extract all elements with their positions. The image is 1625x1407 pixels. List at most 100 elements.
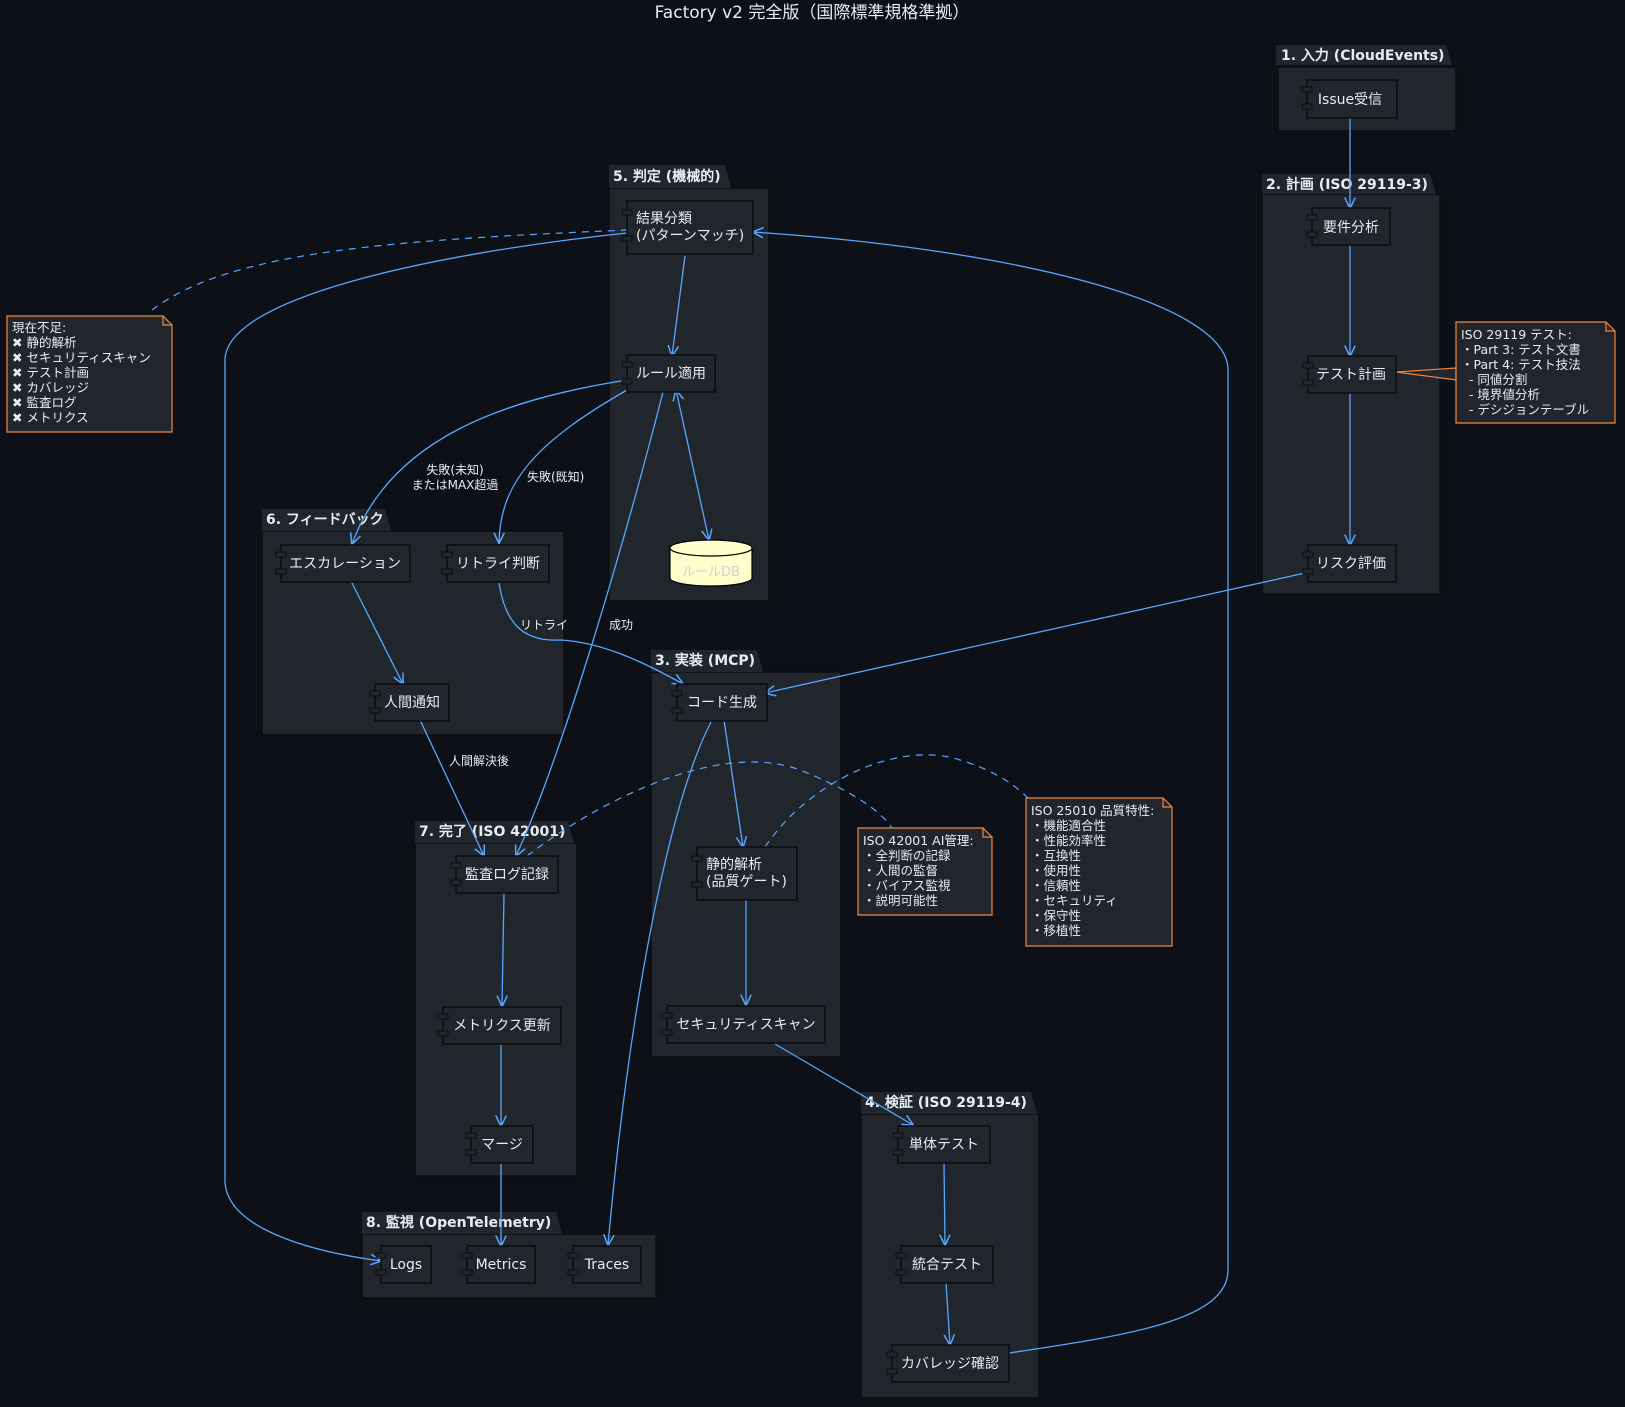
node-label-audit: 監査ログ記録 bbox=[465, 866, 549, 883]
node-label-escalation: エスカレーション bbox=[289, 556, 401, 572]
package-label-verify: 4. 検証 (ISO 29119-4) bbox=[865, 1094, 1027, 1111]
note-iso29119-line-0: ISO 29119 テスト: bbox=[1461, 327, 1572, 342]
node-retryjudge[interactable]: リトライ判断 bbox=[441, 544, 550, 583]
node-label-testplan: テスト計画 bbox=[1316, 367, 1386, 383]
note-shortfall-line-2: ✖ セキュリティスキャン bbox=[12, 350, 151, 365]
node-issue[interactable]: Issue受信 bbox=[1301, 79, 1398, 119]
edge-rule-audit bbox=[516, 391, 664, 856]
note-iso42001-line-1: ・全判断の記録 bbox=[863, 848, 951, 863]
node-audit[interactable]: 監査ログ記録 bbox=[450, 855, 559, 894]
node-rule[interactable]: ルール適用 bbox=[621, 354, 716, 393]
note-iso29119-line-2: ・Part 4: テスト技法 bbox=[1461, 357, 1581, 372]
node-metricsupd[interactable]: メトリクス更新 bbox=[437, 1006, 562, 1045]
note-iso25010-line-0: ISO 25010 品質特性: bbox=[1031, 803, 1154, 818]
note-shortfall-line-1: ✖ 静的解析 bbox=[12, 335, 76, 350]
note-shortfall-line-6: ✖ メトリクス bbox=[12, 410, 89, 425]
note-iso25010-line-2: ・性能効率性 bbox=[1031, 833, 1106, 848]
note-iso29119-line-3: - 同値分割 bbox=[1461, 372, 1527, 387]
node-unit[interactable]: 単体テスト bbox=[892, 1125, 991, 1164]
edge-rule-ruledb bbox=[676, 390, 709, 540]
note-iso42001-line-2: ・人間の監督 bbox=[863, 863, 938, 878]
node-label-static-2: (品質ゲート) bbox=[706, 874, 787, 890]
edge-risk-codegen bbox=[765, 572, 1306, 693]
node-testplan[interactable]: テスト計画 bbox=[1302, 355, 1397, 394]
note-shortfall-line-3: ✖ テスト計画 bbox=[12, 365, 89, 380]
package-label-complete: 7. 完了 (ISO 42001) bbox=[419, 823, 565, 840]
note-iso25010-line-4: ・使用性 bbox=[1031, 863, 1081, 878]
node-escalation[interactable]: エスカレーション bbox=[275, 544, 411, 583]
node-merge[interactable]: マージ bbox=[465, 1125, 534, 1164]
edge-labels: 失敗(未知) またはMAX超過 失敗(既知) リトライ 成功 人間解決後 bbox=[412, 462, 633, 768]
node-label-req: 要件分析 bbox=[1323, 220, 1379, 236]
node-label-classify-1: 結果分類 bbox=[636, 211, 692, 227]
node-risk[interactable]: リスク評価 bbox=[1302, 544, 1397, 583]
node-label-classify-2: (パターンマッチ) bbox=[636, 228, 744, 244]
note-iso25010-line-6: ・セキュリティ bbox=[1031, 893, 1118, 908]
note-iso25010-line-8: ・移植性 bbox=[1031, 923, 1081, 938]
node-human[interactable]: 人間通知 bbox=[369, 683, 450, 722]
node-classify[interactable]: 結果分類 (パターンマッチ) bbox=[621, 200, 754, 255]
note-iso25010-line-5: ・信頼性 bbox=[1031, 878, 1081, 893]
edge-retryjudge-codegen bbox=[498, 582, 683, 684]
edge-classify-logs bbox=[224, 232, 628, 1261]
node-label-integ: 統合テスト bbox=[912, 1257, 982, 1273]
node-label-merge: マージ bbox=[481, 1137, 523, 1153]
node-label-metrics: Metrics bbox=[476, 1257, 527, 1273]
node-label-issue: Issue受信 bbox=[1318, 92, 1382, 108]
note-shortfall-line-4: ✖ カバレッジ bbox=[12, 380, 89, 395]
node-coverage[interactable]: カバレッジ確認 bbox=[886, 1344, 1010, 1383]
note-connectors bbox=[151, 229, 1029, 857]
label-fail-unknown-1: 失敗(未知) bbox=[426, 462, 483, 477]
node-integ[interactable]: 統合テスト bbox=[895, 1245, 994, 1284]
node-label-secscan: セキュリティスキャン bbox=[676, 1017, 815, 1033]
note-shortfall-line-0: 現在不足: bbox=[12, 320, 66, 335]
connector-iso25010 bbox=[764, 754, 1029, 848]
node-req[interactable]: 要件分析 bbox=[1306, 207, 1391, 246]
note-iso25010-line-7: ・保守性 bbox=[1031, 908, 1081, 923]
edge-integ-coverage bbox=[946, 1282, 950, 1345]
note-iso25010-line-1: ・機能適合性 bbox=[1031, 818, 1106, 833]
package-label-impl: 3. 実装 (MCP) bbox=[655, 652, 755, 669]
node-label-metricsupd: メトリクス更新 bbox=[453, 1018, 551, 1034]
note-iso29119-line-4: - 境界値分析 bbox=[1461, 387, 1540, 402]
edge-audit-metricsupd bbox=[502, 892, 504, 1006]
note-iso29119-line-5: - デシジョンテーブル bbox=[1461, 402, 1589, 417]
label-retry: リトライ bbox=[520, 618, 568, 632]
package-label-judge: 5. 判定 (機械的) bbox=[613, 168, 721, 185]
note-iso42001-line-4: ・説明可能性 bbox=[863, 893, 938, 908]
node-label-logs: Logs bbox=[390, 1257, 422, 1273]
note-shortfall: 現在不足: ✖ 静的解析 ✖ セキュリティスキャン ✖ テスト計画 ✖ カバレッ… bbox=[6, 315, 173, 433]
edge-escalation-human bbox=[351, 582, 403, 684]
label-success: 成功 bbox=[609, 618, 633, 632]
note-iso25010-line-3: ・互換性 bbox=[1031, 848, 1081, 863]
edge-secscan-unit bbox=[774, 1043, 913, 1125]
node-logs[interactable]: Logs bbox=[375, 1245, 432, 1284]
edge-human-audit bbox=[419, 719, 484, 856]
node-static[interactable]: 静的解析 (品質ゲート) bbox=[691, 846, 798, 901]
diagram-title: Factory v2 完全版（国際標準規格準拠） bbox=[655, 3, 970, 23]
edges bbox=[224, 118, 1350, 1354]
edge-rule-retryjudge bbox=[499, 389, 628, 543]
edge-codegen-traces bbox=[608, 719, 713, 1245]
node-label-human: 人間通知 bbox=[384, 694, 440, 711]
node-traces[interactable]: Traces bbox=[567, 1245, 642, 1284]
node-label-traces: Traces bbox=[584, 1257, 629, 1273]
connector-shortfall bbox=[151, 229, 628, 311]
node-ruledb[interactable]: ルールDB bbox=[669, 539, 753, 587]
node-label-ruledb: ルールDB bbox=[682, 565, 740, 580]
note-iso25010: ISO 25010 品質特性: ・機能適合性 ・性能効率性 ・互換性 ・使用性 … bbox=[1025, 797, 1173, 947]
connector-iso42001 bbox=[526, 761, 893, 857]
edge-rule-escalation bbox=[352, 379, 628, 544]
node-secscan[interactable]: セキュリティスキャン bbox=[661, 1005, 826, 1044]
node-label-codegen: コード生成 bbox=[687, 695, 757, 711]
edge-codegen-static bbox=[723, 719, 743, 847]
node-codegen[interactable]: コード生成 bbox=[671, 683, 768, 722]
package-label-feedback: 6. フィードバック bbox=[266, 512, 384, 528]
node-label-retryjudge: リトライ判断 bbox=[456, 556, 540, 572]
edge-classify-rule bbox=[672, 255, 686, 356]
label-human-resolved: 人間解決後 bbox=[449, 754, 509, 768]
node-metrics[interactable]: Metrics bbox=[461, 1245, 536, 1284]
node-label-static-1: 静的解析 bbox=[706, 857, 762, 873]
package-label-plan: 2. 計画 (ISO 29119-3) bbox=[1266, 176, 1428, 193]
